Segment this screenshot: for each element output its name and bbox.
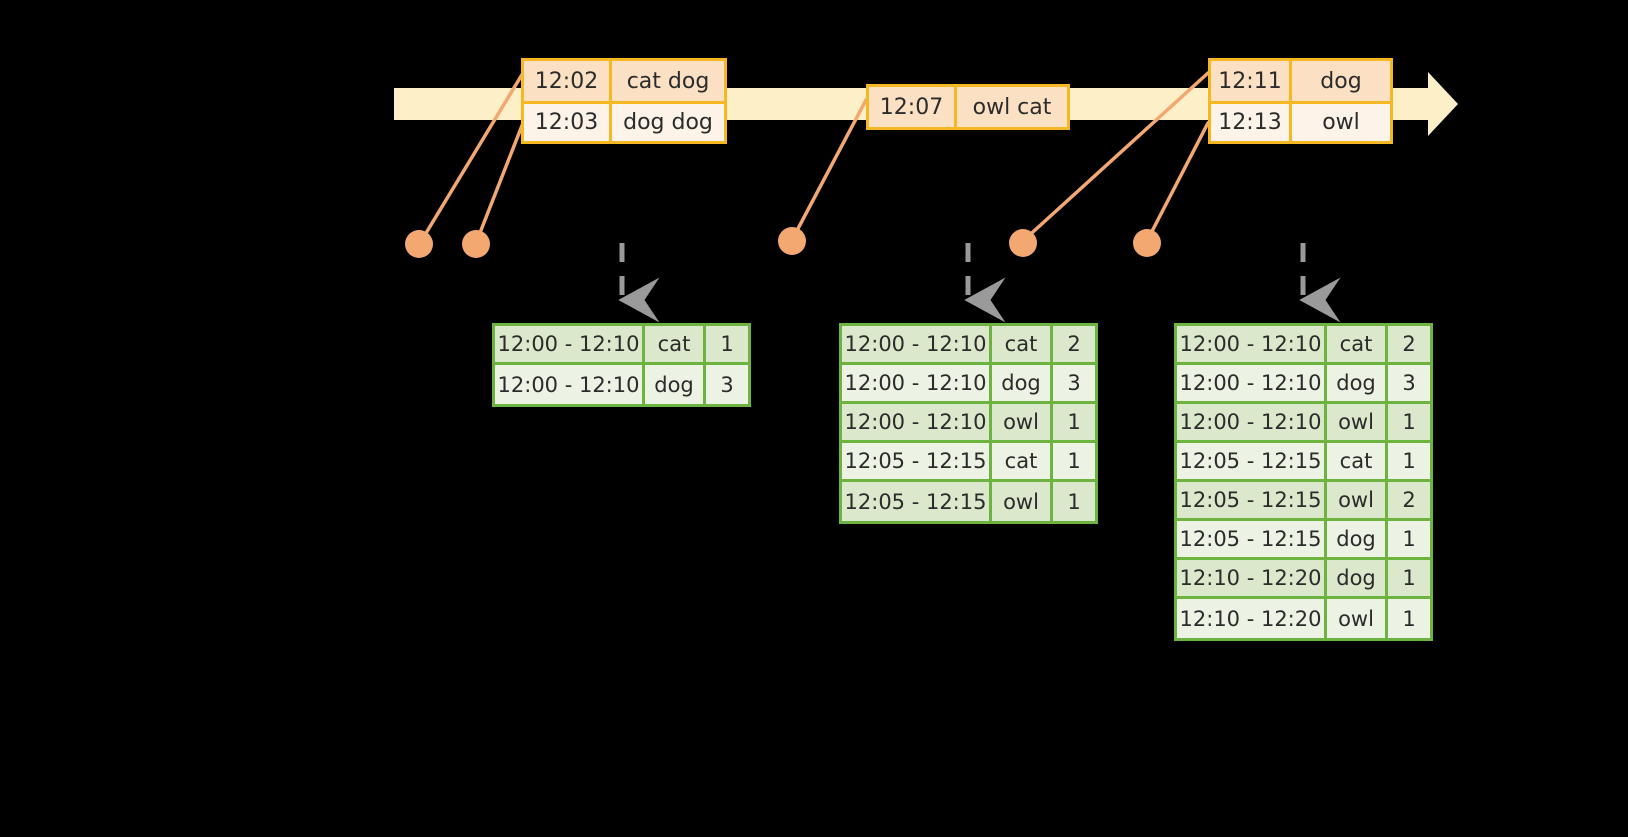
key-cell: cat: [992, 326, 1053, 362]
event-time: 12:03: [524, 104, 612, 141]
table-row: 12:00 - 12:10 dog 3: [1177, 365, 1430, 404]
window-cell: 12:00 - 12:10: [842, 326, 992, 362]
count-cell: 1: [720, 332, 734, 356]
event-dot-1211: [1009, 229, 1037, 257]
event-words: cat dog: [626, 68, 710, 94]
table-row: 12:10 - 12:20 owl 1: [1177, 599, 1430, 638]
event-words: dog dog: [623, 110, 713, 135]
key-cell: cat: [645, 326, 706, 362]
count-cell: 1: [1067, 410, 1081, 434]
key-cell: owl: [1327, 482, 1388, 518]
table-row: 12:00 - 12:10 owl 1: [842, 404, 1095, 443]
table-row: 12:10 - 12:20 dog 1: [1177, 560, 1430, 599]
table-row: 12:00 - 12:10 cat 2: [1177, 326, 1430, 365]
pipeline-arrows: [618, 243, 1341, 323]
key-cell: cat: [1327, 326, 1388, 362]
table-row: 12:05 - 12:15 owl 2: [1177, 482, 1430, 521]
count-cell: 1: [1402, 527, 1416, 551]
connector-1202: [418, 71, 525, 245]
count-cell: 1: [1402, 606, 1416, 631]
result-table-3: 12:00 - 12:10 cat 2 12:00 - 12:10 dog 3 …: [1174, 323, 1433, 641]
event-group-2: 12:07 owl cat: [866, 84, 1070, 130]
window-cell: 12:10 - 12:20: [1177, 599, 1327, 638]
event-words: owl: [1322, 110, 1360, 135]
key-cell: owl: [992, 482, 1053, 521]
event-row: 12:02 cat dog: [524, 61, 724, 101]
connector-1213: [1145, 121, 1210, 243]
key-cell: owl: [1327, 599, 1388, 638]
table-row: 12:05 - 12:15 cat 1: [842, 443, 1095, 482]
table-row: 12:00 - 12:10 cat 2: [842, 326, 1095, 365]
window-cell: 12:05 - 12:15: [842, 482, 992, 521]
window-cell: 12:00 - 12:10: [495, 365, 645, 404]
count-cell: 2: [1402, 332, 1416, 356]
count-cell: 1: [1402, 410, 1416, 434]
event-row: 12:03 dog dog: [524, 101, 724, 141]
event-row: 12:13 owl: [1211, 101, 1390, 141]
key-cell: cat: [1327, 443, 1388, 479]
count-cell: 1: [1402, 566, 1416, 590]
count-cell: 1: [1067, 489, 1081, 514]
connector-1207: [790, 98, 868, 242]
count-cell: 3: [720, 372, 734, 397]
key-cell: owl: [1327, 404, 1388, 440]
event-time: 12:02: [524, 61, 612, 101]
count-cell: 3: [1402, 371, 1416, 395]
table-row: 12:05 - 12:15 dog 1: [1177, 521, 1430, 560]
event-dot-1213: [1133, 229, 1161, 257]
key-cell: dog: [992, 365, 1053, 401]
event-row: 12:11 dog: [1211, 61, 1390, 101]
event-time: 12:11: [1211, 61, 1292, 101]
window-cell: 12:00 - 12:10: [1177, 326, 1327, 362]
table-row: 12:00 - 12:10 dog 3: [842, 365, 1095, 404]
window-cell: 12:00 - 12:10: [495, 326, 645, 362]
count-cell: 1: [1402, 449, 1416, 473]
result-table-1: 12:00 - 12:10 cat 1 12:00 - 12:10 dog 3: [492, 323, 751, 407]
key-cell: dog: [645, 365, 706, 404]
table-row: 12:00 - 12:10 dog 3: [495, 365, 748, 404]
event-group-3: 12:11 dog 12:13 owl: [1208, 58, 1393, 144]
window-cell: 12:05 - 12:15: [1177, 521, 1327, 557]
window-cell: 12:00 - 12:10: [1177, 404, 1327, 440]
key-cell: cat: [992, 443, 1053, 479]
window-cell: 12:00 - 12:10: [1177, 365, 1327, 401]
count-cell: 2: [1402, 488, 1416, 512]
event-dots: [405, 227, 1161, 258]
window-cell: 12:00 - 12:10: [842, 404, 992, 440]
key-cell: dog: [1327, 560, 1388, 596]
event-time: 12:07: [869, 87, 957, 127]
event-words: dog: [1320, 68, 1362, 94]
window-cell: 12:10 - 12:20: [1177, 560, 1327, 596]
key-cell: dog: [1327, 365, 1388, 401]
event-row: 12:07 owl cat: [869, 87, 1067, 127]
event-words: owl cat: [972, 94, 1052, 120]
event-dot-1202: [405, 230, 433, 258]
table-row: 12:00 - 12:10 cat 1: [495, 326, 748, 365]
result-table-2: 12:00 - 12:10 cat 2 12:00 - 12:10 dog 3 …: [839, 323, 1098, 524]
table-row: 12:05 - 12:15 cat 1: [1177, 443, 1430, 482]
count-cell: 2: [1067, 332, 1081, 356]
window-cell: 12:05 - 12:15: [842, 443, 992, 479]
table-row: 12:05 - 12:15 owl 1: [842, 482, 1095, 521]
table-row: 12:00 - 12:10 owl 1: [1177, 404, 1430, 443]
count-cell: 1: [1067, 449, 1081, 473]
event-group-1: 12:02 cat dog 12:03 dog dog: [521, 58, 727, 144]
window-cell: 12:05 - 12:15: [1177, 482, 1327, 518]
count-cell: 3: [1067, 371, 1081, 395]
connector-1203: [474, 121, 525, 245]
key-cell: dog: [1327, 521, 1388, 557]
window-cell: 12:00 - 12:10: [842, 365, 992, 401]
event-dot-1203: [462, 230, 490, 258]
event-dot-1207: [778, 227, 806, 255]
key-cell: owl: [992, 404, 1053, 440]
window-cell: 12:05 - 12:15: [1177, 443, 1327, 479]
event-time: 12:13: [1211, 104, 1292, 141]
